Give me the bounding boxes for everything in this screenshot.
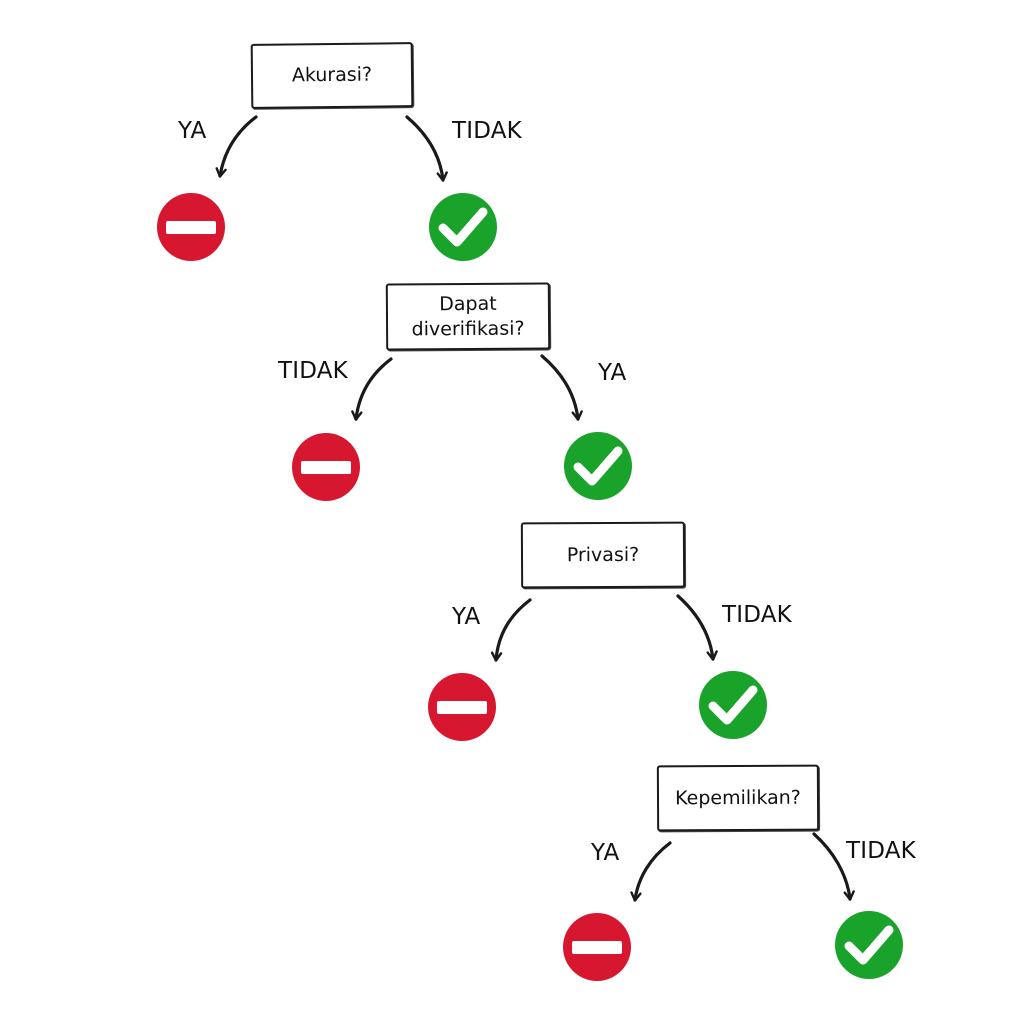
arrow-q3-no bbox=[676, 594, 718, 661]
arrow-q1-yes bbox=[215, 115, 258, 178]
branch-label-q2-left: TIDAK bbox=[278, 358, 348, 384]
question-box-accuracy: Akurasi? bbox=[250, 42, 414, 109]
check-icon bbox=[564, 432, 632, 500]
question-label-verifiable: Dapat diverifikasi? bbox=[411, 292, 525, 340]
question-label-accuracy: Akurasi? bbox=[291, 63, 373, 87]
check-icon bbox=[699, 671, 767, 739]
branch-label-q3-right: TIDAK bbox=[722, 602, 792, 628]
stop-icon bbox=[157, 193, 225, 261]
question-label-ownership: Kepemilikan? bbox=[675, 786, 801, 809]
arrow-q2-yes bbox=[540, 354, 583, 421]
branch-label-q1-left: YA bbox=[178, 118, 207, 144]
question-label-privacy: Privasi? bbox=[566, 543, 640, 566]
branch-label-q4-left: YA bbox=[591, 840, 620, 866]
arrow-q4-yes bbox=[630, 841, 672, 902]
question-box-verifiable: Dapat diverifikasi? bbox=[385, 282, 551, 351]
stop-icon bbox=[292, 433, 360, 501]
arrow-q4-no bbox=[812, 832, 855, 901]
stop-icon bbox=[563, 913, 631, 981]
branch-label-q3-left: YA bbox=[452, 604, 481, 630]
arrow-q2-no bbox=[351, 357, 393, 421]
question-box-privacy: Privasi? bbox=[520, 521, 686, 589]
branch-label-q2-right: YA bbox=[598, 360, 627, 386]
stop-icon bbox=[428, 673, 496, 741]
question-box-ownership: Kepemilikan? bbox=[656, 764, 820, 832]
arrow-q3-yes bbox=[490, 598, 532, 662]
branch-label-q4-right: TIDAK bbox=[846, 838, 916, 864]
branch-label-q1-right: TIDAK bbox=[452, 118, 522, 144]
check-icon bbox=[429, 193, 497, 261]
arrow-q1-no bbox=[405, 115, 448, 182]
check-icon bbox=[835, 911, 903, 979]
